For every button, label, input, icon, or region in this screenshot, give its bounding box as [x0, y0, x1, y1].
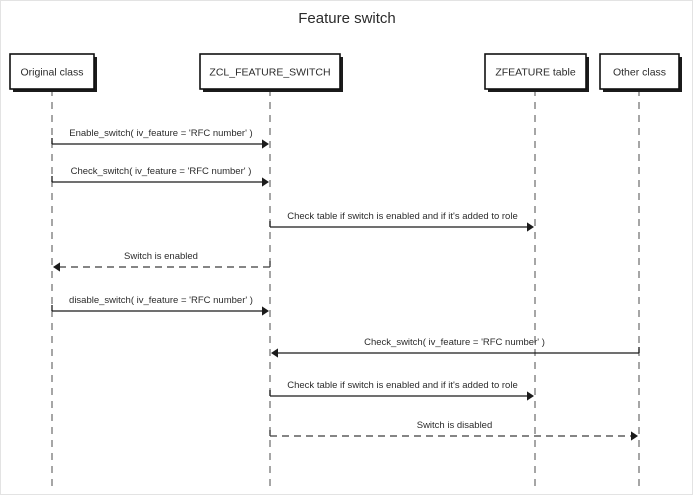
message-5-original_class-to-zcl_feature_switch[interactable]: disable_switch( iv_feature = 'RFC number… [51, 295, 269, 316]
participant-label: Original class [20, 67, 83, 79]
arrowhead-icon [527, 222, 534, 232]
lifelines-layer [51, 89, 640, 486]
participant-other_class[interactable]: Other class [599, 53, 682, 92]
arrowhead-icon [527, 391, 534, 401]
participant-original_class[interactable]: Original class [9, 53, 97, 92]
participant-box [9, 53, 95, 90]
message-3-zcl_feature_switch-to-zfeature_table[interactable]: Check table if switch is enabled and if … [269, 211, 534, 232]
message-6-other_class-to-zcl_feature_switch[interactable]: Check_switch( iv_feature = 'RFC number' … [271, 337, 640, 358]
participant-box [484, 53, 587, 90]
message-8-zcl_feature_switch-to-other_class[interactable]: Switch is disabled [269, 420, 638, 441]
message-label: Check_switch( iv_feature = 'RFC number' … [364, 337, 545, 348]
message-label: Enable_switch( iv_feature = 'RFC number'… [69, 128, 252, 139]
message-label: Check table if switch is enabled and if … [287, 380, 517, 391]
messages-layer: Enable_switch( iv_feature = 'RFC number'… [51, 128, 640, 441]
participant-label: Other class [613, 67, 666, 79]
participant-zfeature_table[interactable]: ZFEATURE table [484, 53, 589, 92]
message-2-original_class-to-zcl_feature_switch[interactable]: Check_switch( iv_feature = 'RFC number' … [51, 166, 269, 187]
arrowhead-icon [53, 262, 60, 272]
message-label: Check_switch( iv_feature = 'RFC number' … [71, 166, 252, 177]
arrowhead-icon [262, 139, 269, 149]
message-4-zcl_feature_switch-to-original_class[interactable]: Switch is enabled [53, 251, 271, 272]
arrowhead-icon [262, 177, 269, 187]
message-1-original_class-to-zcl_feature_switch[interactable]: Enable_switch( iv_feature = 'RFC number'… [51, 128, 269, 149]
participant-box [599, 53, 680, 90]
arrowhead-icon [631, 431, 638, 441]
page-title: Feature switch [298, 10, 396, 27]
participant-box [199, 53, 341, 90]
message-label: Switch is enabled [124, 251, 198, 262]
message-label: Check table if switch is enabled and if … [287, 211, 517, 222]
message-label: disable_switch( iv_feature = 'RFC number… [69, 295, 253, 306]
participant-label: ZCL_FEATURE_SWITCH [209, 67, 330, 79]
participant-zcl_feature_switch[interactable]: ZCL_FEATURE_SWITCH [199, 53, 343, 92]
arrowhead-icon [262, 306, 269, 316]
participant-label: ZFEATURE table [495, 67, 575, 79]
participants-layer: Original class ZCL_FEATURE_SWITCH ZFEATURE… [9, 53, 682, 92]
message-label: Switch is disabled [417, 420, 493, 431]
arrowhead-icon [271, 348, 278, 358]
message-7-zcl_feature_switch-to-zfeature_table[interactable]: Check table if switch is enabled and if … [269, 380, 534, 401]
